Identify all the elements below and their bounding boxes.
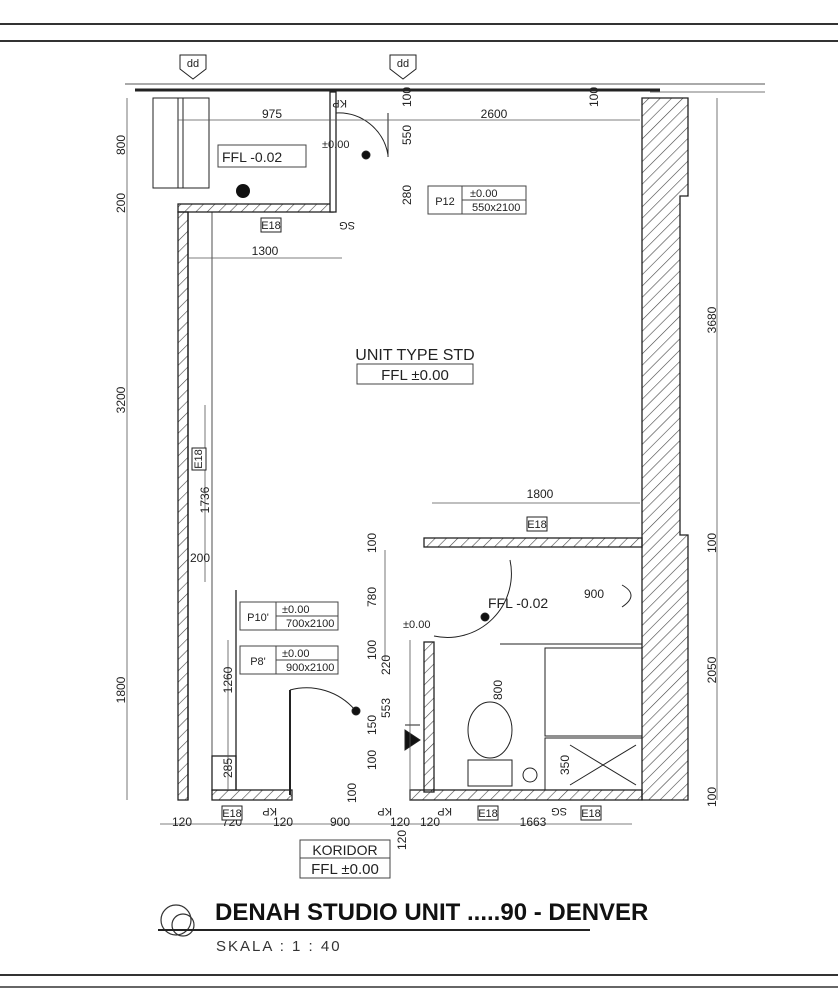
dim-150: 150: [365, 715, 379, 735]
bathroom-fixtures: [467, 584, 643, 791]
dim-2050: 2050: [705, 656, 719, 683]
svg-text:UNIT TYPE STD: UNIT TYPE STD: [355, 347, 474, 364]
grid-marker-dd-right: dd: [389, 54, 417, 80]
door-tag-p10: P10' ±0.00 700x2100: [239, 601, 339, 631]
section-marker-e18-bath: E18: [526, 516, 548, 532]
svg-text:E18: E18: [478, 808, 498, 820]
svg-text:FFL ±0.00: FFL ±0.00: [311, 861, 379, 878]
section-marker-e18-bottom: E18: [477, 805, 499, 821]
door-level-top: ±0.00: [322, 139, 349, 151]
level-tag-top: FFL -0.02: [217, 144, 307, 168]
room-label: UNIT TYPE STD FFL ±0.00: [355, 347, 475, 385]
dim-100-right-bottom: 100: [705, 787, 719, 807]
title-block: DENAH STUDIO UNIT .....90 - DENVER SKALA…: [158, 899, 648, 955]
dim-100-door: 100: [345, 783, 359, 803]
top-axis: [125, 83, 765, 93]
svg-text:FFL ±0.00: FFL ±0.00: [381, 367, 449, 384]
dim-200-left: 200: [190, 551, 210, 565]
dim-800-bath: 800: [491, 680, 505, 700]
drawing-title: DENAH STUDIO UNIT .....90 - DENVER: [215, 899, 648, 926]
sg-label-bottom: SG: [551, 805, 567, 817]
door-level-bath: ±0.00: [403, 619, 430, 631]
level-tag-bath: FFL -0.02: [488, 595, 548, 611]
dim-550: 550: [400, 125, 414, 145]
dim-100-top: 100: [400, 87, 414, 107]
dim-900-door: 900: [330, 815, 350, 829]
dim-1300: 1300: [252, 244, 279, 258]
sg-label-top: SG: [339, 219, 355, 231]
dim-100-wc-lower: 100: [365, 750, 379, 770]
dim-200: 200: [114, 193, 128, 213]
dim-120-e: 120: [395, 830, 409, 850]
grid-marker-dd-left: dd: [179, 54, 207, 80]
svg-text:700x2100: 700x2100: [286, 618, 334, 630]
wardrobe: [152, 97, 210, 189]
svg-text:E18: E18: [581, 808, 601, 820]
dim-120-a: 120: [172, 815, 192, 829]
dim-100-wc: 100: [365, 640, 379, 660]
drawing-scale: SKALA : 1 : 40: [216, 938, 342, 955]
dim-350: 350: [558, 755, 572, 775]
svg-text:P10': P10': [247, 612, 269, 624]
svg-text:P12: P12: [435, 196, 455, 208]
svg-text:900x2100: 900x2100: [286, 662, 334, 674]
dim-900-sink: 900: [584, 587, 604, 601]
dim-280: 280: [400, 185, 414, 205]
door-tag-p12: P12 ±0.00 550x2100: [427, 185, 527, 215]
dim-3680: 3680: [705, 306, 719, 333]
dim-120-d: 120: [420, 815, 440, 829]
dim-3200: 3200: [114, 386, 128, 413]
dim-100-right-mid: 100: [705, 533, 719, 553]
svg-text:E18: E18: [193, 449, 205, 469]
svg-text:±0.00: ±0.00: [282, 648, 309, 660]
kp-label-bottom: KP: [377, 805, 392, 817]
dim-120-b: 120: [273, 815, 293, 829]
svg-text:E18: E18: [261, 220, 281, 232]
dim-1800-horizontal: 1800: [527, 487, 554, 501]
kp-label-top: KP: [332, 97, 347, 109]
svg-text:FFL -0.02: FFL -0.02: [222, 149, 282, 165]
dim-800: 800: [114, 135, 128, 155]
kp-label-bottom-left: KP: [262, 805, 277, 817]
dim-1663: 1663: [520, 815, 547, 829]
svg-text:FFL -0.02: FFL -0.02: [488, 595, 548, 611]
corridor-label: KORIDOR FFL ±0.00: [299, 839, 391, 879]
dim-553: 553: [379, 698, 393, 718]
section-marker-e18-bottom-right: E18: [580, 805, 602, 821]
dim-1260: 1260: [221, 666, 235, 693]
svg-text:P8': P8': [250, 656, 266, 668]
section-marker-e18-bottom-left: E18: [221, 805, 243, 821]
downlight-dot: [236, 184, 250, 198]
dim-100-top-right: 100: [587, 87, 601, 107]
dim-2600: 2600: [481, 107, 508, 121]
sheet-border: [0, 23, 838, 988]
svg-text:±0.00: ±0.00: [470, 188, 497, 200]
door-tag-p8: P8' ±0.00 900x2100: [239, 645, 339, 675]
svg-text:550x2100: 550x2100: [472, 202, 520, 214]
dim-220: 220: [379, 655, 393, 675]
dim-285: 285: [221, 758, 235, 778]
dimension-lines: [126, 98, 718, 825]
svg-text:E18: E18: [527, 519, 547, 531]
section-marker-e18-top: E18: [260, 217, 282, 233]
svg-text:dd: dd: [187, 58, 199, 70]
svg-text:E18: E18: [222, 808, 242, 820]
svg-text:dd: dd: [397, 58, 409, 70]
dim-1736: 1736: [198, 486, 212, 513]
svg-text:KORIDOR: KORIDOR: [312, 842, 377, 858]
dim-120-c: 120: [390, 815, 410, 829]
kp-label-bath-bottom: KP: [437, 805, 452, 817]
dim-780: 780: [365, 587, 379, 607]
door-swings: [289, 112, 512, 795]
section-marker-e18-left: E18: [191, 447, 207, 471]
dim-975: 975: [262, 107, 282, 121]
dim-1800-vertical: 1800: [114, 676, 128, 703]
svg-text:±0.00: ±0.00: [282, 604, 309, 616]
dim-100-bath: 100: [365, 533, 379, 553]
walls: [177, 91, 689, 801]
